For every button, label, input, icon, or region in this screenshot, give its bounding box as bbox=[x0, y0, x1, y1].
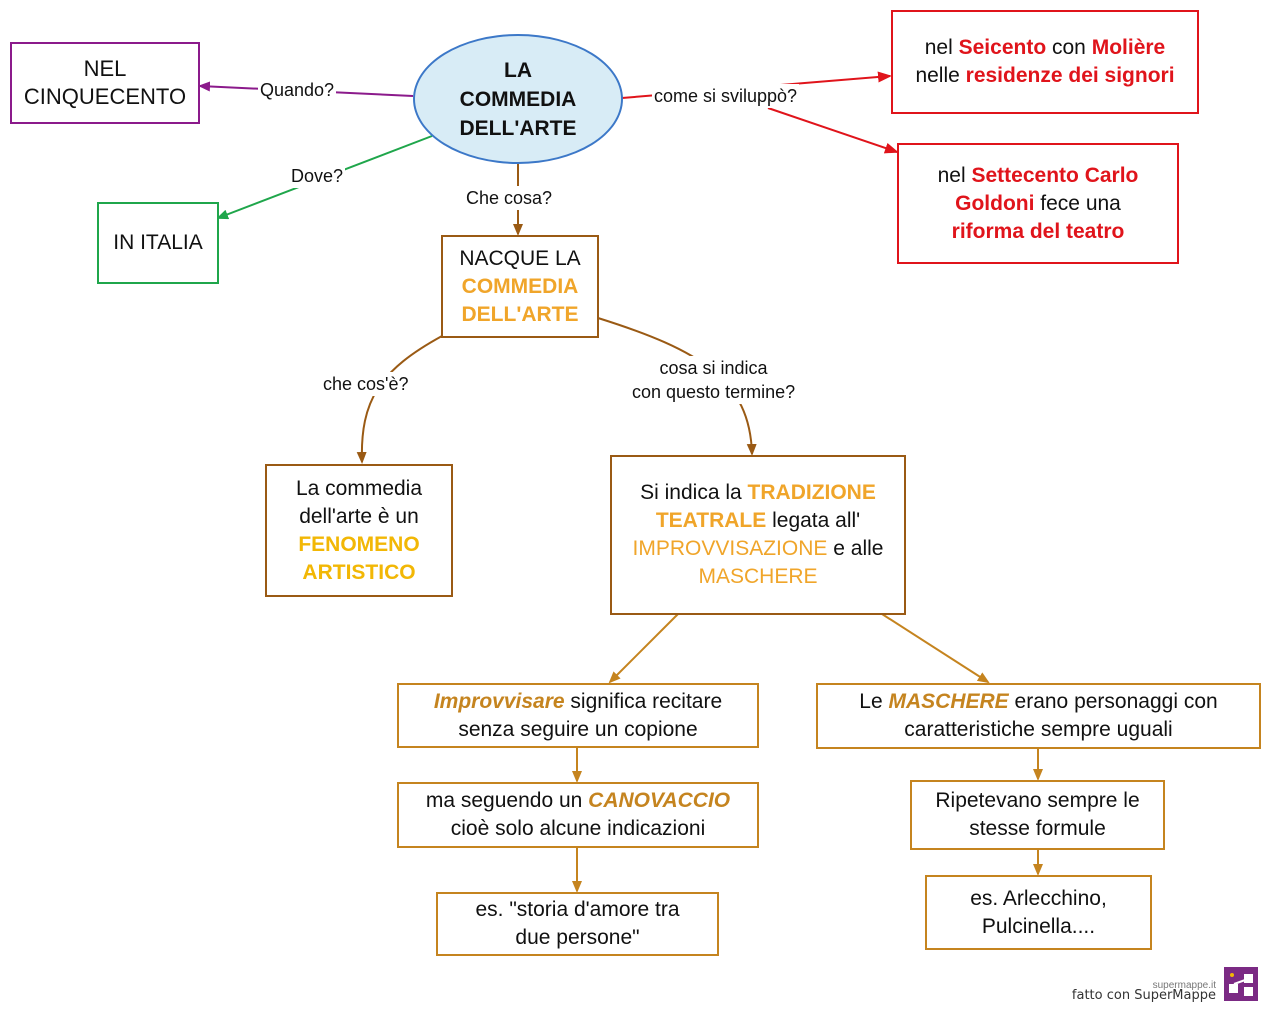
nacque-t2: COMMEDIA bbox=[461, 274, 579, 298]
edge-label-meaning-line2: con questo termine? bbox=[632, 382, 796, 402]
central-topic[interactable]: LA COMMEDIA DELL'ARTE bbox=[413, 34, 623, 164]
edge-label-what: Che cosa? bbox=[464, 186, 555, 210]
edge-improv bbox=[608, 613, 679, 684]
central-topic-line3: DELL'ARTE bbox=[459, 116, 577, 140]
maschere-t2: MASCHERE bbox=[888, 690, 1009, 713]
maschere-t1: Le bbox=[859, 690, 883, 713]
footer-site: supermappe.it bbox=[1152, 980, 1216, 991]
settecento-t2: Settecento Carlo Goldoni bbox=[955, 163, 1139, 215]
settecento-t3: fece una bbox=[1040, 191, 1121, 215]
nacque-t1: NACQUE LA bbox=[459, 246, 581, 270]
edge-label-how: come si sviluppò? bbox=[652, 84, 800, 108]
node-fenomeno[interactable]: La commedia dell'arte è un FENOMENO ARTI… bbox=[265, 464, 453, 597]
seicento-t3: con bbox=[1052, 36, 1086, 59]
improvvisare-t1: Improvvisare bbox=[433, 689, 565, 713]
edge-label-meaning-line1: cosa si indica bbox=[659, 358, 768, 378]
seicento-t5: nelle bbox=[915, 64, 960, 87]
improvvisare-t2: significa recitare senza seguire un copi… bbox=[458, 689, 723, 741]
node-esempio-maschere[interactable]: es. Arlecchino, Pulcinella.... bbox=[925, 875, 1152, 950]
node-cinquecento-line1: NEL bbox=[83, 56, 127, 81]
tradizione-t3: legata all' bbox=[772, 509, 861, 532]
node-cinquecento[interactable]: NEL CINQUECENTO bbox=[10, 42, 200, 124]
settecento-t1: nel bbox=[937, 163, 966, 187]
supermappe-logo-icon bbox=[1224, 967, 1258, 1001]
node-canovaccio[interactable]: ma seguendo un CANOVACCIO cioè solo alcu… bbox=[397, 782, 759, 848]
node-italia-text: IN ITALIA bbox=[113, 231, 203, 254]
edge-whatis bbox=[356, 335, 443, 464]
central-topic-line2: COMMEDIA bbox=[459, 87, 577, 111]
edge-how-2 bbox=[767, 107, 899, 154]
maschere-t3: erano personaggi con caratteristiche sem… bbox=[904, 690, 1218, 741]
tradizione-t1: Si indica la bbox=[640, 481, 742, 504]
node-tradizione[interactable]: Si indica la TRADIZIONE TEATRALE legata … bbox=[610, 455, 906, 615]
node-italia[interactable]: IN ITALIA bbox=[97, 202, 219, 284]
edge-label-whatis: che cos'è? bbox=[321, 372, 411, 396]
canovaccio-t2: CANOVACCIO bbox=[588, 789, 731, 812]
tradizione-t5: e alle bbox=[833, 537, 884, 560]
settecento-t4: riforma del teatro bbox=[951, 219, 1125, 243]
canovaccio-t1: ma seguendo un bbox=[425, 789, 583, 812]
esempio-maschere-t1: es. Arlecchino, Pulcinella.... bbox=[970, 886, 1107, 938]
edge-label-when: Quando? bbox=[258, 78, 337, 102]
fenomeno-t1: La commedia dell'arte è un bbox=[295, 476, 423, 528]
seicento-t4: Molière bbox=[1091, 36, 1166, 59]
edge-label-meaning: cosa si indica con questo termine? bbox=[630, 356, 798, 404]
fenomeno-t2: FENOMENO ARTISTICO bbox=[298, 532, 420, 584]
footer-credit: fatto con SuperMappe bbox=[1071, 988, 1216, 1003]
seicento-t6: residenze dei signori bbox=[965, 64, 1175, 87]
central-topic-line1: LA bbox=[504, 58, 532, 82]
node-seicento[interactable]: nel Seicento con Molière nelle residenze… bbox=[891, 10, 1199, 114]
node-settecento[interactable]: nel Settecento Carlo Goldoni fece una ri… bbox=[897, 143, 1179, 264]
canovaccio-t3: cioè solo alcune indicazioni bbox=[450, 817, 706, 840]
esempio-storia-t1: es. "storia d'amore tra due persone" bbox=[475, 898, 680, 949]
node-maschere[interactable]: Le MASCHERE erano personaggi con caratte… bbox=[816, 683, 1261, 749]
node-improvvisare[interactable]: Improvvisare significa recitare senza se… bbox=[397, 683, 759, 748]
node-cinquecento-line2: CINQUECENTO bbox=[23, 84, 187, 109]
seicento-t1: nel bbox=[924, 36, 953, 59]
node-formule[interactable]: Ripetevano sempre le stesse formule bbox=[910, 780, 1165, 850]
tradizione-t4: IMPROVVISAZIONE bbox=[632, 537, 828, 560]
node-esempio-storia[interactable]: es. "storia d'amore tra due persone" bbox=[436, 892, 719, 956]
edge-label-where: Dove? bbox=[289, 164, 346, 188]
node-nacque[interactable]: NACQUE LA COMMEDIA DELL'ARTE bbox=[441, 235, 599, 338]
nacque-t3: DELL'ARTE bbox=[461, 302, 579, 326]
tradizione-t2: TRADIZIONE TEATRALE bbox=[655, 481, 876, 532]
formule-t1: Ripetevano sempre le stesse formule bbox=[935, 789, 1140, 840]
seicento-t2: Seicento bbox=[958, 36, 1047, 59]
tradizione-t6: MASCHERE bbox=[698, 565, 818, 588]
edge-masks bbox=[881, 613, 990, 684]
